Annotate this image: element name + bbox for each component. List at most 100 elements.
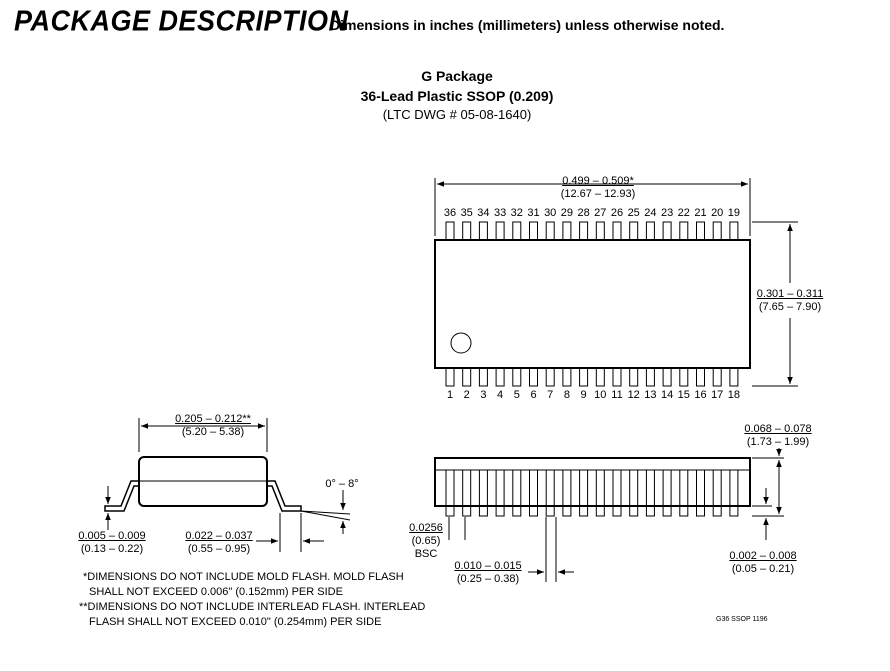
front-lead bbox=[679, 469, 689, 517]
pin-number: 11 bbox=[611, 389, 623, 401]
pin-number: 15 bbox=[677, 389, 690, 401]
drawing-number: (LTC DWG # 05-08-1640) bbox=[382, 107, 532, 122]
top-lead bbox=[545, 221, 555, 241]
pin-number: 26 bbox=[610, 207, 624, 219]
pin-number: 23 bbox=[660, 207, 674, 219]
front-lead bbox=[478, 469, 488, 517]
dimension-notes: *DIMENSIONS DO NOT INCLUDE MOLD FLASH. M… bbox=[79, 570, 425, 630]
bottom-lead bbox=[512, 367, 522, 387]
pitch-label: 0.0256 (0.65) BSC bbox=[404, 522, 448, 561]
pin-number: 32 bbox=[510, 207, 523, 219]
bottom-lead bbox=[579, 367, 589, 387]
section-title: PACKAGE DESCRIPTION bbox=[14, 5, 349, 37]
width-dimension-label: 0.301 – 0.311 (7.65 – 7.90) bbox=[750, 288, 830, 314]
note-line-4: FLASH SHALL NOT EXCEED 0.010" (0.254mm) … bbox=[89, 616, 382, 628]
top-lead bbox=[595, 221, 605, 241]
pin-number: 6 bbox=[530, 389, 537, 401]
front-lead bbox=[629, 469, 639, 517]
body-width-mm: (5.20 – 5.38) bbox=[181, 426, 245, 438]
lead-thickness-in: 0.005 – 0.009 bbox=[78, 530, 146, 542]
bottom-lead bbox=[529, 367, 538, 387]
bottom-lead bbox=[629, 367, 639, 387]
standoff-label: 0.002 – 0.008 (0.05 – 0.21) bbox=[726, 550, 800, 576]
pin-number: 34 bbox=[477, 207, 490, 219]
front-lead bbox=[729, 469, 739, 517]
top-lead bbox=[579, 221, 589, 241]
bottom-lead bbox=[445, 367, 455, 387]
standoff-in: 0.002 – 0.008 bbox=[729, 550, 797, 562]
pin-number: 3 bbox=[480, 389, 487, 401]
package-name: G Package bbox=[421, 68, 493, 84]
pin-number: 1 bbox=[446, 389, 454, 401]
pin-number: 5 bbox=[513, 389, 520, 401]
pin-number: 30 bbox=[544, 207, 557, 219]
front-lead bbox=[462, 469, 472, 517]
height-mm: (1.73 – 1.99) bbox=[746, 436, 810, 448]
top-lead bbox=[679, 221, 689, 241]
lead-thickness-mm: (0.13 – 0.22) bbox=[80, 543, 144, 555]
front-view-body bbox=[434, 457, 751, 507]
pitch-in: 0.0256 bbox=[409, 522, 443, 534]
pin-number: 12 bbox=[627, 389, 640, 401]
pin-number: 4 bbox=[497, 389, 504, 401]
standoff-mm: (0.05 – 0.21) bbox=[731, 563, 795, 575]
bottom-leads bbox=[445, 367, 739, 387]
pin-number: 19 bbox=[727, 207, 741, 219]
top-view-body bbox=[434, 239, 751, 369]
top-lead bbox=[529, 221, 538, 241]
bottom-lead bbox=[562, 367, 572, 387]
top-lead bbox=[712, 221, 722, 241]
top-lead bbox=[478, 221, 488, 241]
front-lead bbox=[696, 469, 705, 517]
bottom-lead bbox=[545, 367, 555, 387]
top-lead bbox=[645, 221, 655, 241]
top-lead bbox=[562, 221, 572, 241]
bottom-lead bbox=[495, 367, 505, 387]
pin-number: 36 bbox=[443, 207, 457, 219]
top-lead bbox=[629, 221, 639, 241]
top-leads bbox=[445, 221, 739, 241]
front-lead bbox=[512, 469, 522, 517]
lead-width-in: 0.010 – 0.015 bbox=[454, 560, 522, 572]
pin-number: 16 bbox=[694, 389, 707, 401]
pin-number: 14 bbox=[660, 389, 674, 401]
pin-number: 13 bbox=[644, 389, 657, 401]
front-lead bbox=[495, 469, 505, 517]
pin-number: 9 bbox=[580, 389, 587, 401]
height-dimension-label: 0.068 – 0.078 (1.73 – 1.99) bbox=[738, 423, 818, 449]
lead-thickness-label: 0.005 – 0.009 (0.13 – 0.22) bbox=[76, 530, 148, 556]
length-dimension-label: 0.499 – 0.509* (12.67 – 12.93) bbox=[545, 175, 651, 201]
front-lead bbox=[712, 469, 722, 517]
pin-number: 18 bbox=[727, 389, 741, 401]
bottom-lead bbox=[712, 367, 722, 387]
front-lead bbox=[595, 469, 605, 517]
bottom-lead bbox=[662, 367, 672, 387]
pin-number: 27 bbox=[594, 207, 607, 219]
top-view bbox=[434, 178, 798, 387]
pitch-mm: (0.65) bbox=[411, 535, 441, 547]
bottom-lead bbox=[612, 367, 622, 387]
top-lead bbox=[512, 221, 522, 241]
bottom-lead bbox=[462, 367, 472, 387]
pin-number: 8 bbox=[563, 389, 570, 401]
top-lead bbox=[612, 221, 622, 241]
pin-number: 29 bbox=[560, 207, 574, 219]
front-lead bbox=[545, 469, 555, 517]
package-description: 36-Lead Plastic SSOP (0.209) bbox=[360, 88, 554, 104]
front-lead bbox=[529, 469, 538, 517]
height-in: 0.068 – 0.078 bbox=[744, 423, 812, 435]
pin-number: 21 bbox=[694, 207, 707, 219]
pin-number: 17 bbox=[711, 389, 724, 401]
top-lead bbox=[696, 221, 705, 241]
foot-length-mm: (0.55 – 0.95) bbox=[187, 543, 251, 555]
foot-length-label: 0.022 – 0.037 (0.55 – 0.95) bbox=[183, 530, 255, 556]
front-lead bbox=[645, 469, 655, 517]
lead-width-label: 0.010 – 0.015 (0.25 – 0.38) bbox=[451, 560, 525, 586]
bottom-lead bbox=[595, 367, 605, 387]
note-line-3: **DIMENSIONS DO NOT INCLUDE INTERLEAD FL… bbox=[79, 601, 426, 613]
front-lead bbox=[445, 469, 455, 517]
pin-number: 28 bbox=[577, 207, 590, 219]
front-lead bbox=[562, 469, 572, 517]
pin-number: 20 bbox=[711, 207, 724, 219]
